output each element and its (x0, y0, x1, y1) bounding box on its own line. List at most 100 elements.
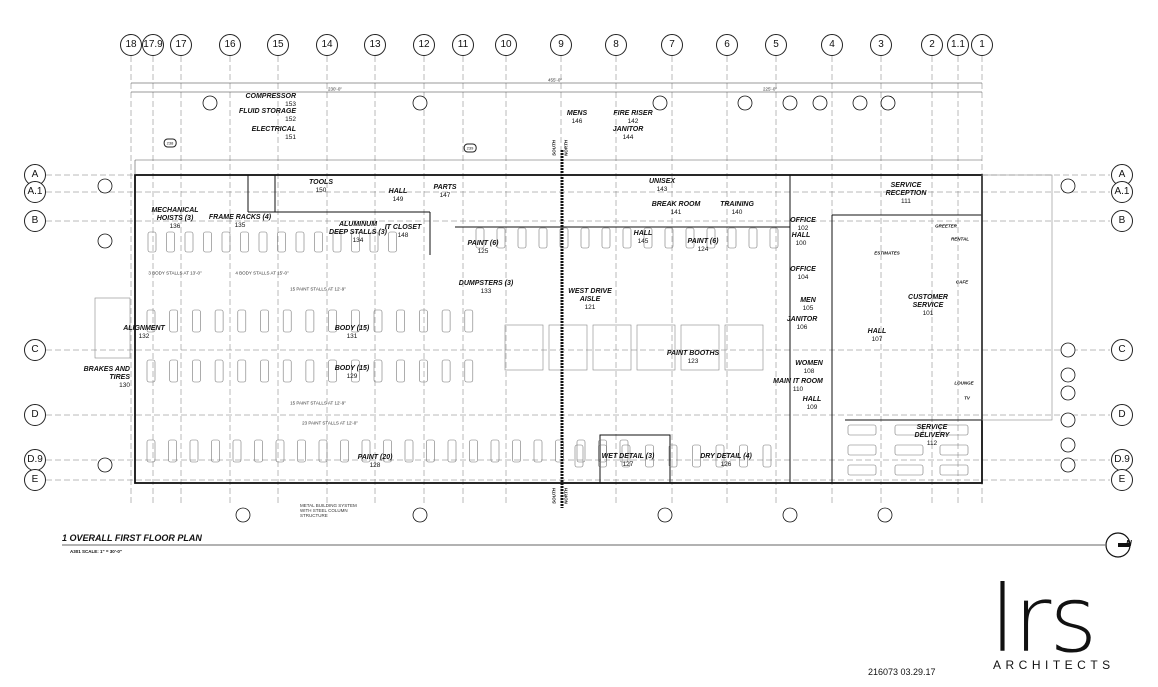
car-stall (598, 444, 607, 468)
car-stall (237, 359, 247, 383)
car-stall (305, 309, 315, 333)
car-stall (282, 359, 292, 383)
paint-booth (680, 324, 720, 371)
car-stall (894, 464, 924, 476)
car-stall (396, 309, 406, 333)
room-dumpsters: DUMPSTERS (3)133 (458, 280, 514, 295)
grid-row-bubble: C (1111, 339, 1133, 361)
car-stall (396, 359, 406, 383)
car-stall (619, 439, 629, 463)
label-tv: TV (964, 395, 970, 401)
label-greeter: GREETER (935, 223, 957, 229)
paint-booth (504, 324, 544, 371)
car-stall (297, 439, 306, 463)
grid-column-bubble: 12 (413, 34, 435, 56)
car-stall (576, 439, 586, 463)
car-stall (404, 439, 414, 463)
dimension-left: 230'-0" (328, 86, 342, 92)
car-stall (340, 439, 349, 463)
dimension-right: 225'-0" (763, 86, 777, 92)
section-marker-icon (852, 95, 868, 111)
car-stall (939, 424, 969, 436)
section-marker-icon (657, 507, 673, 523)
label-north-bottom: NORTH (563, 488, 569, 504)
room-mechanical-hoists: MECHANICAL HOISTS (3)136 (151, 207, 199, 230)
car-stall (464, 309, 474, 333)
grid-column-bubble: 15 (267, 34, 289, 56)
grid-column-bubble: 6 (716, 34, 738, 56)
car-stall (383, 439, 392, 463)
car-stall (496, 227, 506, 249)
paint-booth (636, 324, 676, 371)
grid-column-bubble: 2 (921, 34, 943, 56)
car-stall (388, 231, 397, 253)
car-stall (622, 227, 632, 249)
section-marker-icon (412, 95, 428, 111)
car-stall (668, 444, 678, 468)
car-stall (166, 231, 175, 253)
car-stall (939, 464, 969, 476)
section-marker-icon (880, 95, 896, 111)
grid-column-bubble: 11 (452, 34, 474, 56)
car-stall (361, 439, 371, 463)
section-marker-icon (877, 507, 893, 523)
car-stall (645, 444, 654, 468)
car-stall (727, 227, 737, 249)
car-stall (692, 444, 701, 468)
note-paint-stalls-bottom: 15 PAINT STALLS AT 12'-9" (290, 400, 346, 406)
car-stall (769, 227, 779, 249)
car-stall (464, 359, 474, 383)
grid-row-bubble: B (1111, 210, 1133, 232)
car-stall (748, 227, 758, 249)
label-cafe: CAFE (955, 279, 969, 285)
car-stall (847, 464, 877, 476)
room-wet-detail: WET DETAIL (3)127 (601, 453, 655, 468)
car-stall (237, 309, 247, 333)
car-stall (282, 309, 292, 333)
grid-column-bubble: 1.1 (947, 34, 969, 56)
grid-row-bubble: A.1 (24, 181, 46, 203)
car-stall (447, 439, 457, 463)
car-stall (328, 359, 337, 383)
section-marker-icon (97, 457, 113, 473)
grid-row-bubble: E (1111, 469, 1133, 491)
section-marker-icon (812, 95, 828, 111)
car-stall (203, 231, 212, 253)
room-dry-detail: DRY DETAIL (4)126 (700, 453, 752, 468)
car-stall (318, 439, 328, 463)
car-stall (419, 309, 428, 333)
car-stall (146, 359, 156, 383)
section-marker-icon (782, 95, 798, 111)
grid-column-bubble: 1 (971, 34, 993, 56)
grid-column-bubble: 3 (870, 34, 892, 56)
project-code-date: 216073 03.29.17 (868, 667, 936, 677)
car-stall (314, 231, 323, 253)
car-stall (538, 227, 548, 249)
grid-column-bubble: 16 (219, 34, 241, 56)
car-stall (240, 231, 249, 253)
section-marker-icon (1060, 437, 1076, 453)
section-marker-icon (1060, 385, 1076, 401)
car-stall (939, 444, 969, 456)
drawing-title: 1 OVERALL FIRST FLOOR PLAN (62, 533, 202, 543)
room-paint-124: PAINT (6)124 (687, 238, 719, 253)
section-marker-icon (782, 507, 798, 523)
